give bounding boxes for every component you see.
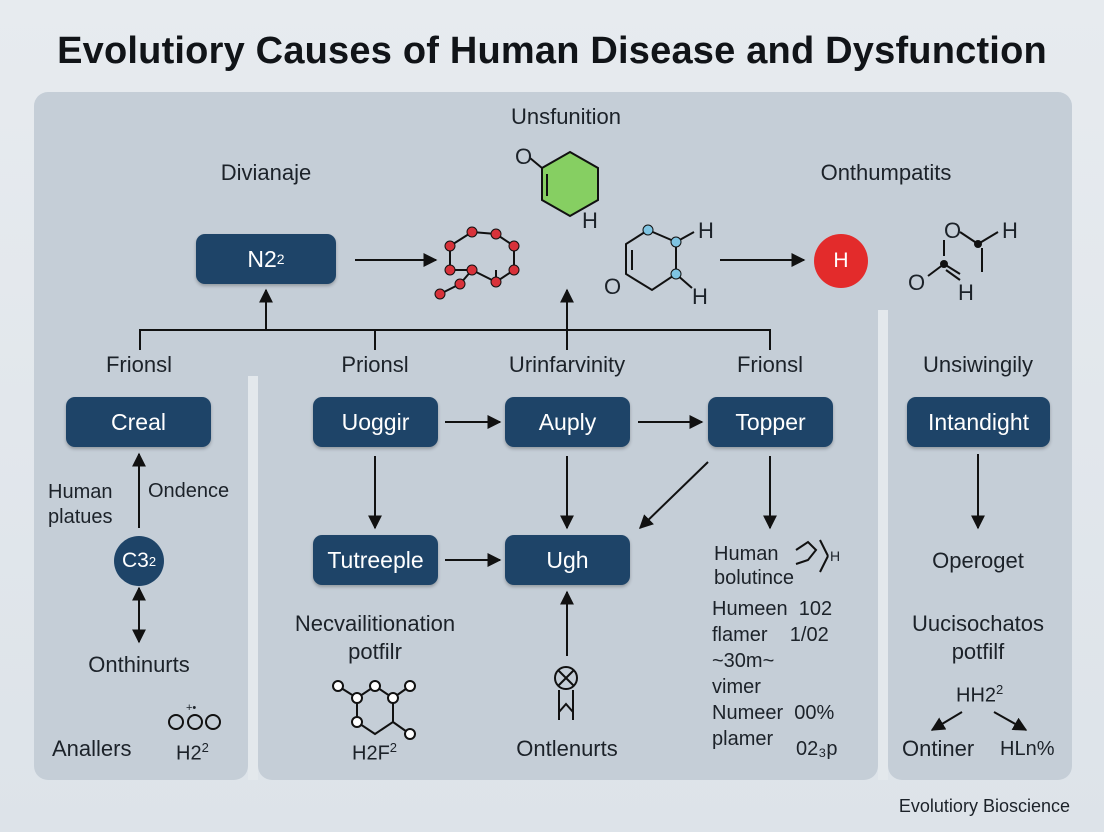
creal-box[interactable]: Creal [66, 397, 211, 447]
footer-brand: Evolutiory Bioscience [898, 796, 1070, 816]
left-header: Frionsl [105, 352, 173, 377]
divianaje-label: Divianaje [220, 160, 312, 185]
tutreeple-box[interactable]: Tutreeple [313, 535, 438, 585]
c3-circle-sup: 2 [148, 553, 157, 569]
ontlenurts-label: Ontlenurts [516, 736, 618, 761]
tutreeple-box-label: Tutreeple [327, 546, 424, 573]
h2f2-sup: 2 [389, 740, 398, 755]
mid-col1-header: Prionsl [341, 352, 409, 377]
green-mol-h: H [582, 208, 598, 233]
human-glyph [795, 539, 829, 573]
right-panel [888, 300, 1072, 780]
left-small-molecule [168, 714, 221, 730]
blue-mol-h2: H [692, 284, 708, 309]
blue-atom-molecule [625, 229, 695, 292]
right-mol-h2: H [958, 280, 974, 305]
blue-atoms [642, 224, 682, 280]
right-header: Unsiwingily [922, 352, 1034, 377]
auply-box[interactable]: Auply [505, 397, 630, 447]
h2f2-text: H2F [352, 742, 390, 765]
ugh-box-label: Ugh [546, 546, 589, 573]
h-circle[interactable]: H [814, 234, 868, 288]
uucisochatos-label: Uucisochatos potfilf [911, 611, 1045, 664]
mid-col3-header: Frionsl [736, 352, 804, 377]
operoget-label: Operoget [932, 548, 1024, 573]
hexagon-molecule [337, 684, 411, 736]
intandight-box[interactable]: Intandight [907, 397, 1050, 447]
left-mol-mark: +• [186, 702, 197, 714]
green-ring-molecule [529, 150, 599, 218]
right-mol-o1: O [944, 218, 962, 243]
onthinurts-label: Onthinurts [88, 652, 190, 677]
unsfunition-label: Unsfunition [510, 104, 622, 129]
human-bolutince-h: H [830, 548, 841, 564]
hh2-text: HH2 [956, 684, 997, 707]
n2-box-label: N2 [247, 245, 277, 272]
c3-circle-label: C3 [121, 549, 149, 572]
mid-col2-header: Urinfarvinity [508, 352, 626, 377]
h2f2-formula: H2F2 [352, 740, 397, 766]
hh2-formula: HH22 [956, 682, 1003, 708]
hh2-sup: 2 [996, 682, 1004, 697]
gap-left [248, 376, 258, 780]
measurement-value: 02₃p [796, 738, 838, 760]
human-bolutince-label: Human bolutince [714, 543, 795, 589]
topper-box-label: Topper [735, 408, 806, 435]
auply-box-label: Auply [538, 408, 597, 435]
blue-mol-h1: H [698, 218, 714, 243]
crossed-circle-glyph [554, 666, 578, 720]
ugh-box[interactable]: Ugh [505, 535, 630, 585]
n2-box-sup: 2 [276, 251, 285, 267]
h-circle-label: H [833, 249, 849, 272]
uoggir-box-label: Uoggir [341, 408, 410, 435]
right-mol-h1: H [1002, 218, 1018, 243]
right-top-molecule [927, 231, 999, 281]
gap-right [878, 310, 888, 780]
left-h2-sup: 2 [201, 740, 209, 755]
intandight-box-label: Intandight [927, 408, 1030, 435]
ontiner-label: Ontiner [902, 736, 975, 761]
onthumpatits-label: Onthumpatits [820, 160, 952, 185]
ondence-label: Ondence [148, 480, 230, 502]
human-platues-label: Human platues [48, 481, 113, 528]
right-mol-o2: O [908, 270, 926, 295]
measurement-list: Humeen 102 flamer 1/02 ~30m~ vimer Numee… [712, 598, 835, 750]
uoggir-box[interactable]: Uoggir [313, 397, 438, 447]
bracket-line [139, 329, 771, 350]
blue-mol-o: O [604, 274, 622, 299]
red-atoms [434, 226, 520, 300]
left-h2-text: H2 [176, 742, 202, 765]
topper-box[interactable]: Topper [708, 397, 833, 447]
diagram-title: Evolutiory Causes of Human Disease and D… [57, 30, 1047, 72]
left-h2-formula: H22 [176, 740, 209, 766]
green-mol-o: O [515, 144, 533, 169]
creal-box-label: Creal [111, 408, 166, 435]
hln-label: HLn% [1000, 738, 1055, 760]
necvailitionation-label: Necvailitionation potfilr [294, 611, 456, 664]
anallers-label: Anallers [52, 736, 132, 761]
